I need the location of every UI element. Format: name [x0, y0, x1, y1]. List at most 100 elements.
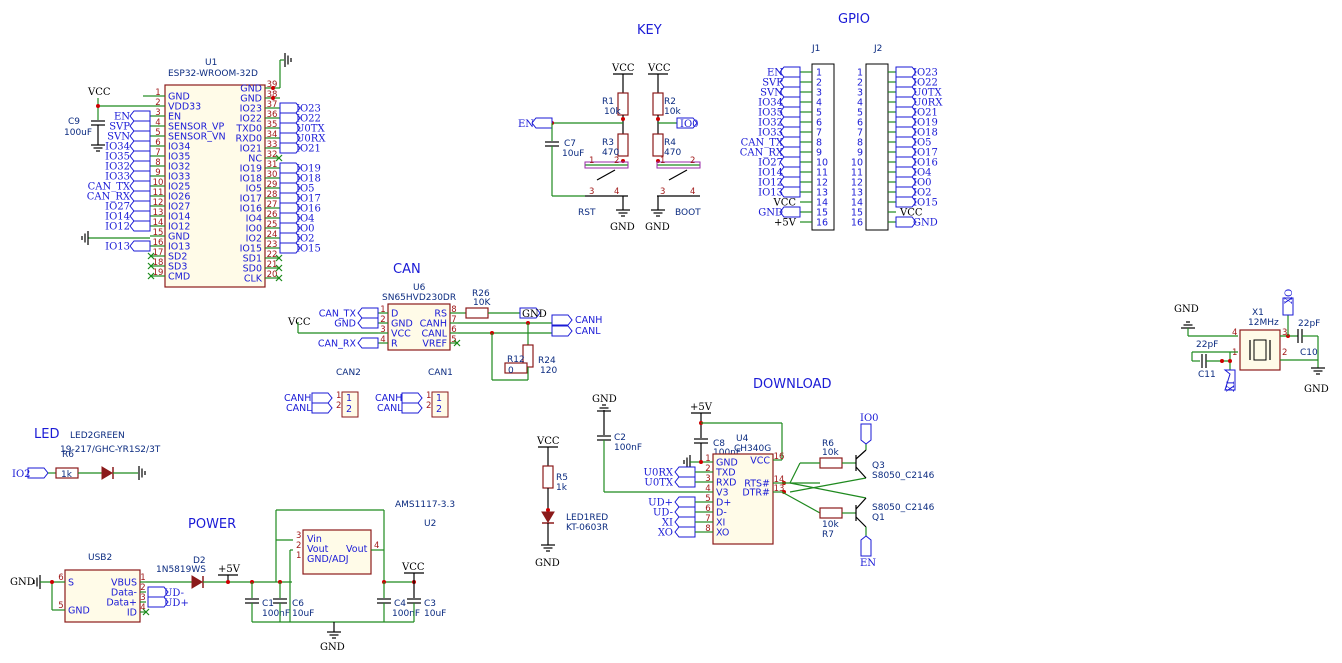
q1-value: S8050_C2146	[872, 503, 935, 513]
can1-pin2: 2	[426, 401, 431, 411]
r4-value: 470	[664, 148, 681, 158]
j2-net-label: IO5	[913, 138, 932, 149]
u2-pn4: 4	[374, 541, 379, 551]
u1-pin-name: IO12	[168, 222, 190, 233]
xtal-xo-label: XO	[1284, 289, 1295, 304]
u1-pin-num: 17	[153, 248, 164, 258]
section-title-key: KEY	[637, 23, 662, 38]
u1-pin-name: IO27	[168, 202, 190, 213]
j1-net-label: IO34	[758, 98, 783, 109]
u1-right-net-label: IO21	[296, 144, 321, 155]
u1-pin-num: 18	[153, 258, 164, 268]
u4-pin-name: GND	[716, 458, 738, 469]
x1-ref: X1	[1252, 308, 1264, 318]
can2-ref: CAN2	[336, 368, 361, 378]
j2-net-label: IO19	[913, 118, 938, 129]
c9-ref: C9	[68, 117, 80, 127]
c10-value: 22pF	[1298, 319, 1320, 329]
u1-right-net-label: IO15	[296, 244, 321, 255]
q3-value: S8050_C2146	[872, 471, 935, 481]
u1-pin-num: 8	[155, 158, 160, 168]
u1-right-net-label: IO19	[296, 164, 321, 175]
r7-dl-value: 10k	[822, 520, 839, 530]
x1-body	[1239, 329, 1281, 371]
can1-pin2-b: 2	[436, 404, 442, 415]
u1-pin-num: 4	[155, 118, 160, 128]
led2-value: 19-217/GHC-YR1S2/3T	[60, 445, 161, 455]
c4-ref: C4	[394, 599, 406, 609]
usb-pin-name: GND	[68, 606, 90, 617]
usb2-ref: USB2	[88, 553, 112, 563]
c7-value: 10uF	[562, 149, 584, 159]
r6-dl-value: 10k	[822, 448, 839, 458]
usb-ud-minus: UD-	[164, 588, 184, 599]
usb-pin-name: VBUS	[111, 578, 137, 589]
usb-pin-name: ID	[127, 608, 137, 619]
u1-pin-name: SD0	[243, 264, 262, 275]
u6-left-net: VCC	[287, 317, 311, 328]
usb-pin-num: 4	[140, 603, 145, 613]
u1-pin-name: CLK	[244, 274, 263, 285]
usb-pin-name: Data+	[106, 598, 137, 609]
r5-resistor	[542, 465, 554, 489]
c1-value: 100nF	[262, 609, 290, 619]
j1-pin-num: 7	[816, 128, 822, 139]
j2-pin-num: 16	[851, 218, 863, 229]
key-io0-label: IO0	[680, 119, 699, 130]
key-vcc1: VCC	[611, 63, 635, 74]
u6-pin-name: VCC	[391, 329, 411, 340]
u1-pin-name: IO33	[168, 172, 190, 183]
u4-pin-num: 5	[705, 494, 710, 504]
r6-led-ref: R6	[62, 450, 74, 460]
u6-pin-name: GND	[391, 319, 413, 330]
j2-pin-num: 8	[857, 138, 863, 149]
u1-left-net-label: IO14	[105, 212, 130, 223]
u1-pin-num: 1	[155, 88, 160, 98]
led2-circuit: LED2GREEN 19-217/GHC-YR1S2/3T IO2 R6 1k	[12, 431, 161, 481]
r3-ref: R3	[602, 138, 614, 148]
u1-left-net-label: SVP	[109, 122, 130, 133]
can-canl-label: CANL	[575, 326, 601, 337]
u1-left-net-label: IO32	[105, 162, 130, 173]
u1-pin-num: 31	[267, 160, 278, 170]
u4-left-net: XO	[658, 528, 673, 539]
u1-pin-name: EN	[168, 112, 181, 123]
j1-pin-num: 12	[816, 178, 828, 189]
j2-pin-num: 14	[851, 198, 863, 209]
section-title-can: CAN	[393, 262, 421, 277]
u4-pin-num: 8	[705, 524, 710, 534]
u4-pin-num: 6	[705, 504, 710, 514]
u1-pin-num: 36	[267, 110, 278, 120]
u6-pin-name: D	[391, 309, 398, 320]
j1-net-label: GND	[758, 208, 783, 219]
r2-value: 10k	[664, 107, 681, 117]
u1-right-net-label: IO16	[296, 204, 321, 215]
can2-pin1: 1	[336, 391, 341, 401]
x1-pin4: 4	[1232, 328, 1237, 338]
u4-pin-name: D+	[716, 498, 731, 509]
u1-pin-name: GND	[168, 92, 190, 103]
j2-pin-num: 10	[851, 158, 863, 169]
j2-pin-num: 2	[857, 78, 863, 89]
u1-pin-num: 5	[155, 128, 160, 138]
c9-vcc-label: VCC	[87, 87, 111, 98]
u4-pin-num: 16	[774, 452, 785, 462]
j1-net-label: CAN_TX	[741, 138, 784, 149]
led1-circuit: VCC R5 1k LED1RED KT-0603R GND	[535, 436, 608, 569]
j2-pin-num: 6	[857, 118, 863, 129]
u6-pin-name: CANL	[421, 329, 447, 340]
u1-pin-name: IO14	[168, 212, 190, 223]
u1-pin-name: IO15	[240, 244, 262, 255]
u1-pin-name: IO25	[168, 182, 190, 193]
u1-pin-num: 19	[153, 268, 164, 278]
j2-net-label: U0TX	[913, 88, 942, 99]
u2-pin-gnd: GND/ADJ	[307, 554, 349, 565]
usb-pin-num: 1	[140, 573, 145, 583]
j1-pin-num: 4	[816, 98, 822, 109]
u6-left-net: CAN_TX	[319, 309, 357, 320]
r4-ref: R4	[664, 138, 676, 148]
u1-right-net-label: IO5	[296, 184, 315, 195]
